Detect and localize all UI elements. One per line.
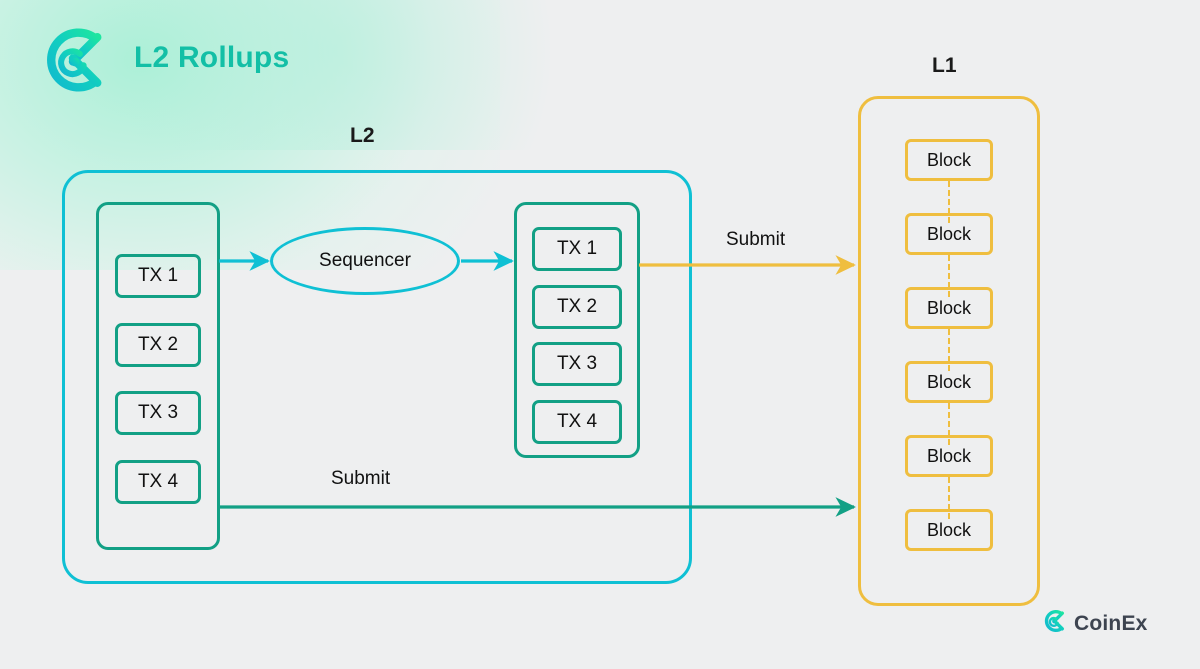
tx-item[interactable]: TX 2 bbox=[532, 285, 622, 329]
l1-section-label: L1 bbox=[932, 54, 957, 77]
tx-item[interactable]: TX 3 bbox=[115, 391, 201, 435]
tx-item[interactable]: TX 4 bbox=[532, 400, 622, 444]
tx-item[interactable]: TX 1 bbox=[115, 254, 201, 298]
page-title: L2 Rollups bbox=[134, 41, 290, 74]
tx-item[interactable]: TX 3 bbox=[532, 342, 622, 386]
l1-container bbox=[858, 96, 1040, 606]
coinex-logo-icon bbox=[38, 22, 114, 98]
tx-item[interactable]: TX 1 bbox=[532, 227, 622, 271]
footer-watermark: CoinEx bbox=[1042, 608, 1148, 639]
batched-transactions-queue bbox=[514, 202, 640, 458]
background-glow-secondary bbox=[120, 0, 550, 150]
tx-item[interactable]: TX 4 bbox=[115, 460, 201, 504]
footer-brand-name: CoinEx bbox=[1074, 611, 1148, 635]
block-item[interactable]: Block bbox=[905, 213, 993, 255]
l2-container bbox=[62, 170, 692, 584]
sequencer-node[interactable]: Sequencer bbox=[270, 227, 460, 295]
submit-label-queue: Submit bbox=[331, 468, 391, 489]
l2-section-label: L2 bbox=[350, 124, 375, 147]
submit-label-batch: Submit bbox=[726, 229, 786, 250]
block-item[interactable]: Block bbox=[905, 361, 993, 403]
block-item[interactable]: Block bbox=[905, 435, 993, 477]
block-item[interactable]: Block bbox=[905, 287, 993, 329]
block-item[interactable]: Block bbox=[905, 509, 993, 551]
coinex-logo-icon bbox=[1042, 608, 1068, 639]
tx-item[interactable]: TX 2 bbox=[115, 323, 201, 367]
block-item[interactable]: Block bbox=[905, 139, 993, 181]
pending-transactions-queue bbox=[96, 202, 220, 550]
